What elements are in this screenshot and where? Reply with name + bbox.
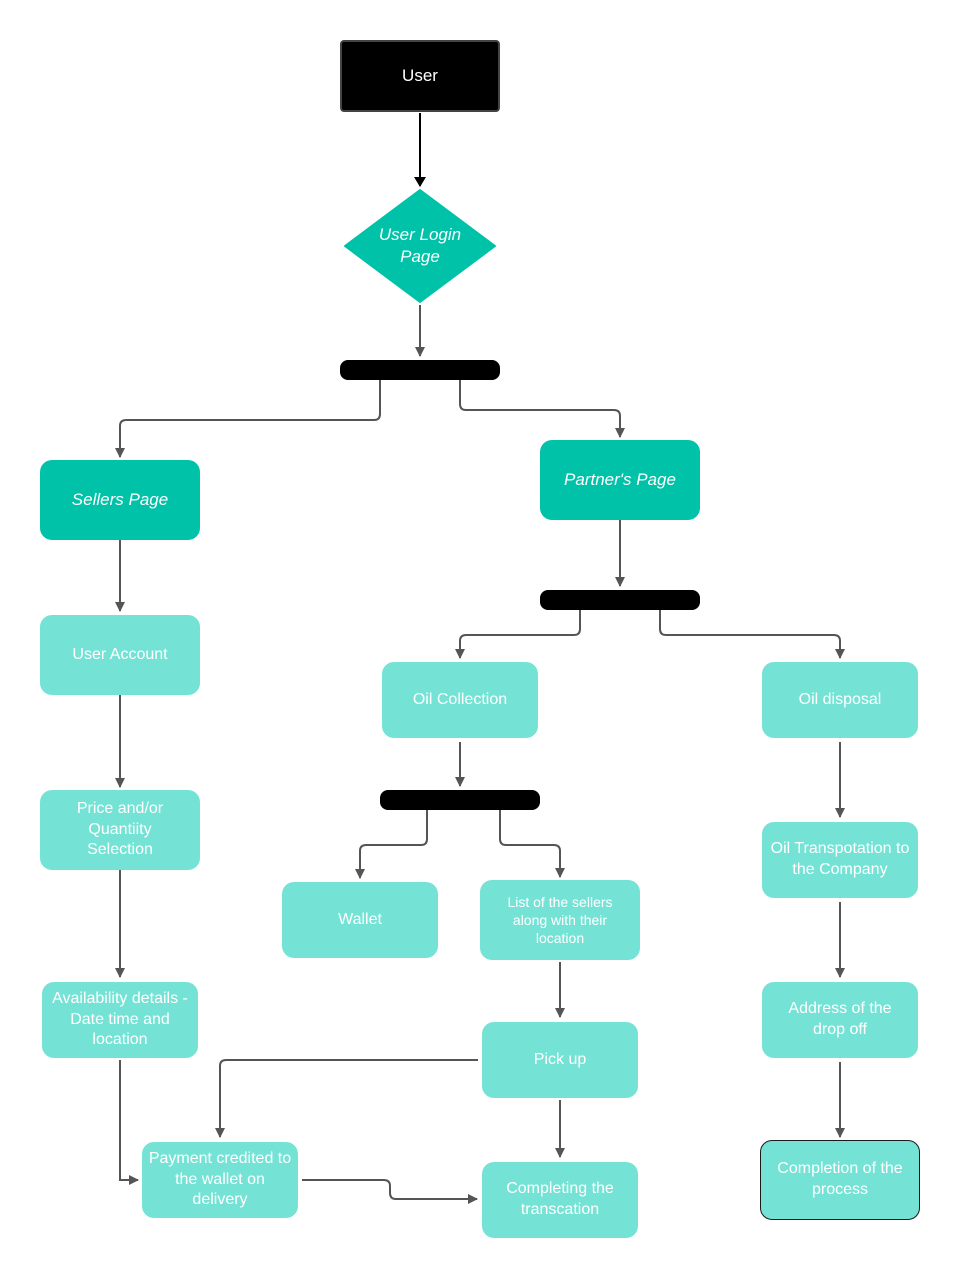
drop-off-node: Address of the drop off — [762, 982, 918, 1058]
user-account-node: User Account — [40, 615, 200, 695]
edge-bar1-to-partners — [459, 380, 625, 438]
availability-node: Availability details - Date time and loc… — [42, 982, 198, 1058]
wallet-node: Wallet — [282, 882, 438, 958]
edge-bar1-to-sellers — [115, 380, 381, 458]
completion-label: Completion of the process — [777, 1160, 903, 1198]
user-label: User — [402, 65, 438, 85]
edge-bar2-to-oil-disposal — [659, 610, 845, 659]
availability-label: Availability details - Date time and loc… — [52, 989, 188, 1049]
partners-page-node: Partner's Page — [540, 440, 700, 520]
fork-bar-1 — [340, 360, 500, 380]
edge-bar2-to-oil-collection — [455, 610, 581, 659]
drop-off-label: Address of the drop off — [788, 1000, 892, 1038]
oil-collection-label: Oil Collection — [412, 690, 508, 708]
user-node: User — [340, 40, 500, 112]
user-login-node: User Login Page — [345, 190, 495, 302]
oil-transport-node: Oil Transpotation to the Company — [762, 822, 918, 898]
oil-collection-node: Oil Collection — [382, 662, 538, 738]
edge-bar3-to-wallet — [355, 810, 428, 879]
pick-up-node: Pick up — [482, 1022, 638, 1098]
oil-transport-label: Oil Transpotation to the Company — [770, 840, 910, 878]
sellers-page-node: Sellers Page — [40, 460, 200, 540]
sellers-list-label: List of the sellers along with their loc… — [507, 893, 613, 947]
edge-bar3-to-sellers-list — [499, 810, 565, 878]
edge-availability-to-payment — [119, 1060, 139, 1185]
user-account-label: User Account — [72, 645, 168, 663]
fork-bar-3 — [380, 790, 540, 810]
sellers-page-label: Sellers Page — [71, 489, 169, 509]
oil-disposal-node: Oil disposal — [762, 662, 918, 738]
sellers-list-node: List of the sellers along with their loc… — [480, 880, 640, 960]
oil-disposal-label: Oil disposal — [798, 690, 882, 708]
payment-label: Payment credited to the wallet on delive… — [148, 1149, 292, 1209]
completing-transaction-label: Completing the transcation — [506, 1180, 614, 1218]
pick-up-label: Pick up — [533, 1050, 587, 1068]
price-quantity-node: Price and/or Quantiity Selection — [40, 790, 200, 870]
edge-pickup-to-payment — [215, 1059, 478, 1138]
partners-page-label: Partner's Page — [564, 469, 676, 489]
price-quantity-label: Price and/or Quantiity Selection — [76, 799, 164, 859]
completion-node: Completion of the process — [760, 1140, 920, 1220]
payment-node: Payment credited to the wallet on delive… — [142, 1142, 298, 1218]
user-login-diamond-shape — [344, 189, 496, 303]
wallet-label: Wallet — [338, 910, 382, 928]
edge-payment-to-completing — [302, 1179, 478, 1204]
completing-transaction-node: Completing the transcation — [482, 1162, 638, 1238]
fork-bar-2 — [540, 590, 700, 610]
user-login-label: User Login Page — [378, 224, 462, 266]
